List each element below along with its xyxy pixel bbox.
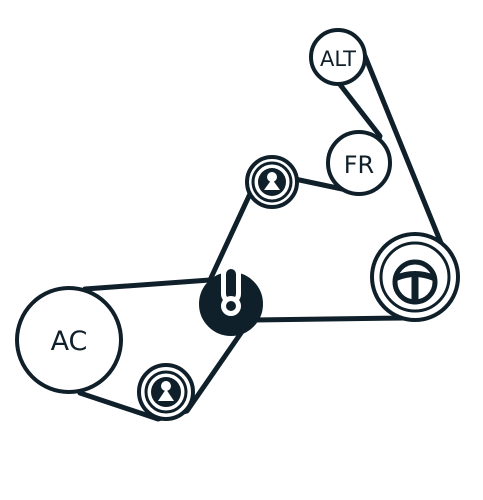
alternator-pulley: ALT (309, 28, 367, 86)
fan-pulley: FR (326, 130, 392, 196)
idler-pulley-lower (137, 363, 195, 421)
idler-bolt-icon (151, 377, 181, 407)
idler-bolt-icon (258, 168, 286, 196)
drive-belt (77, 53, 446, 422)
tensioner-icon (221, 264, 241, 316)
ac-compressor-pulley: AC (15, 286, 123, 394)
steering-wheel-icon (392, 259, 438, 305)
crankshaft-pulley (370, 232, 460, 322)
tensioner-pulley (199, 264, 263, 336)
fan-label: FR (344, 151, 374, 179)
ac-compressor-label: AC (51, 326, 88, 357)
alternator-label: ALT (320, 47, 356, 71)
idler-pulley-upper (245, 155, 299, 209)
belt-upper-loop (77, 53, 446, 422)
